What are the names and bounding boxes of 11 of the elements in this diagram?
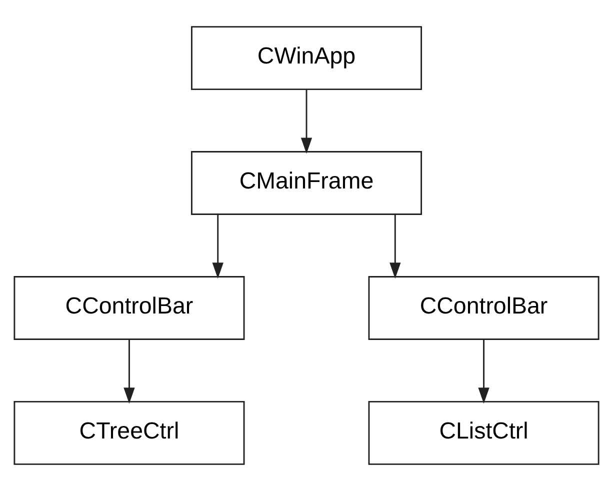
- arrow: [300, 90, 312, 154]
- node-box: CMainFrame: [190, 151, 422, 215]
- arrow: [124, 340, 135, 404]
- node-box: CControlBar: [368, 276, 600, 340]
- arrow: [212, 214, 224, 279]
- node-box: CTreeCtrl: [14, 400, 245, 465]
- node-box: CControlBar: [14, 276, 245, 340]
- node-box: CListCtrl: [368, 400, 600, 465]
- arrow: [390, 214, 401, 279]
- arrow: [478, 340, 490, 404]
- node-box: CWinApp: [190, 26, 422, 90]
